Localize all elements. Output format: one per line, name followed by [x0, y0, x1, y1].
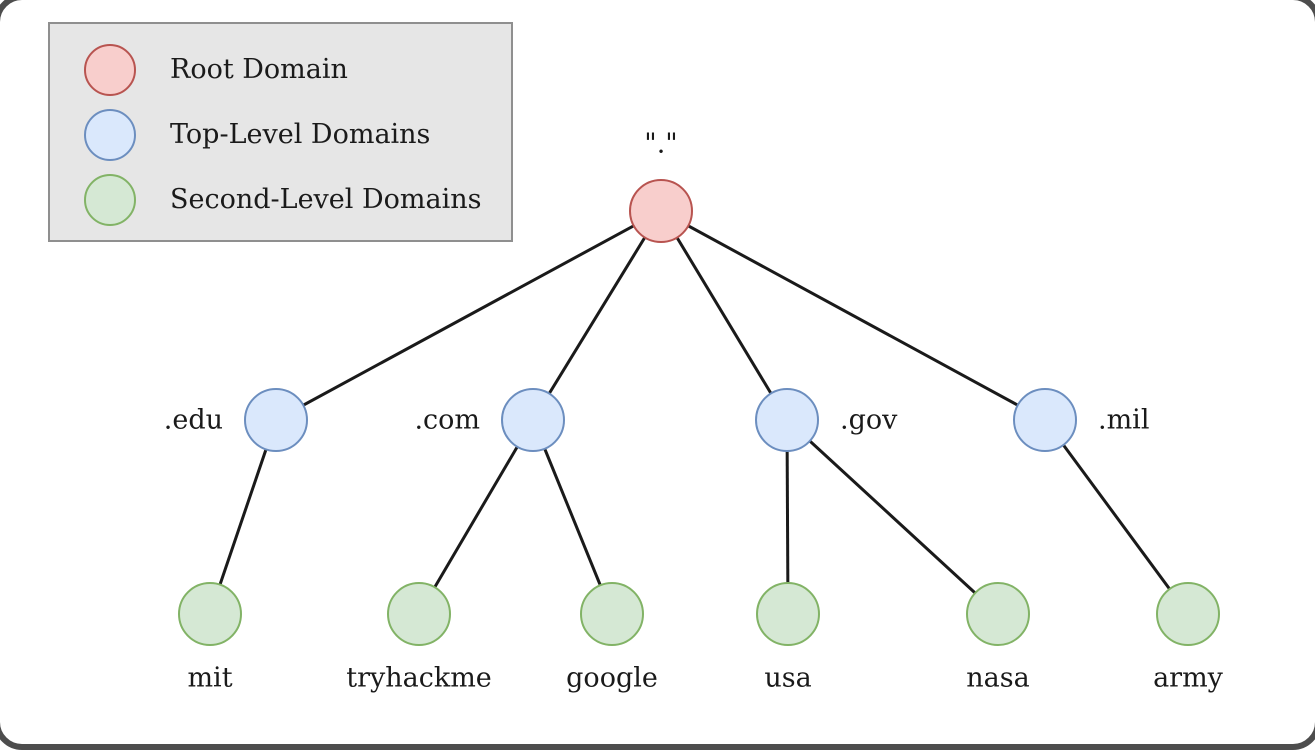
- node-army: [1156, 582, 1220, 646]
- edge-gov-usa: [785, 419, 790, 615]
- node-label-com: .com: [414, 404, 480, 436]
- edge-root-gov: [659, 210, 789, 421]
- node-label-usa: usa: [764, 662, 812, 694]
- legend-row-tld: Top-Level Domains: [84, 102, 511, 167]
- edge-com-google: [531, 419, 614, 615]
- node-label-mit: mit: [187, 662, 233, 694]
- node-root: [629, 179, 693, 243]
- node-label-tryhackme: tryhackme: [346, 662, 492, 694]
- node-label-edu: .edu: [163, 404, 223, 436]
- node-mit: [178, 582, 242, 646]
- edge-root-mil: [660, 209, 1046, 422]
- node-nasa: [966, 582, 1030, 646]
- edge-com-tryhackme: [417, 419, 535, 615]
- node-google: [580, 582, 644, 646]
- legend-row-root: Root Domain: [84, 37, 511, 102]
- node-tryhackme: [387, 582, 451, 646]
- node-mil: [1013, 388, 1077, 452]
- edge-root-com: [531, 210, 663, 421]
- node-label-mil: .mil: [1098, 404, 1150, 436]
- edge-mil-army: [1043, 419, 1190, 615]
- root-domain-swatch-icon: [84, 43, 136, 96]
- node-gov: [755, 388, 819, 452]
- legend-row-sld: Second-Level Domains: [84, 167, 511, 232]
- top-level-domains-swatch-icon: [84, 108, 136, 161]
- edge-root-edu: [275, 209, 662, 422]
- edge-gov-nasa: [785, 418, 1000, 616]
- node-label-root: ".": [644, 128, 678, 160]
- legend-label-sld: Second-Level Domains: [170, 184, 482, 215]
- node-label-army: army: [1153, 662, 1223, 694]
- node-com: [501, 388, 565, 452]
- edge-edu-mit: [208, 419, 278, 615]
- node-edu: [244, 388, 308, 452]
- node-label-google: google: [566, 662, 658, 694]
- legend-label-tld: Top-Level Domains: [170, 119, 431, 150]
- node-usa: [756, 582, 820, 646]
- legend: Root Domain Top-Level Domains Second-Lev…: [48, 22, 513, 242]
- node-label-gov: .gov: [840, 404, 898, 436]
- node-label-nasa: nasa: [966, 662, 1030, 694]
- legend-label-root: Root Domain: [170, 54, 348, 85]
- second-level-domains-swatch-icon: [84, 173, 136, 226]
